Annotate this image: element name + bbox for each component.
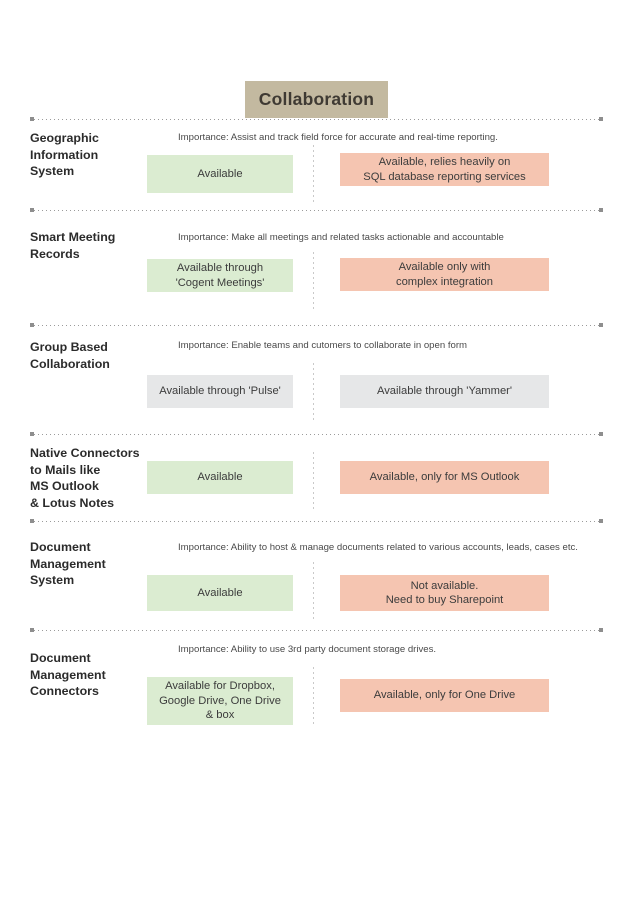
cell-right-status[interactable]: Available, only for One Drive bbox=[340, 679, 549, 712]
cell-left-status[interactable]: Available for Dropbox,Google Drive, One … bbox=[147, 677, 293, 725]
cell-left-status[interactable]: Available bbox=[147, 575, 293, 611]
separator-end-cap bbox=[30, 208, 34, 212]
separator-end-cap bbox=[599, 519, 603, 523]
separator-end-cap bbox=[30, 117, 34, 121]
page-title: Collaboration bbox=[258, 89, 375, 109]
cell-right-status[interactable]: Available, only for MS Outlook bbox=[340, 461, 549, 494]
row-separator bbox=[30, 432, 603, 437]
row-separator bbox=[30, 117, 603, 122]
row-label-line: Group Based bbox=[30, 340, 108, 354]
separator-dots bbox=[34, 119, 599, 120]
row-label-line: Management bbox=[30, 667, 106, 682]
row-label-line: to Mails like bbox=[30, 462, 101, 477]
separator-dots bbox=[34, 325, 599, 326]
cell-right-status[interactable]: Not available.Need to buy Sharepoint bbox=[340, 575, 549, 611]
row-label-line: Document bbox=[30, 651, 91, 665]
row-importance-note: Importance: Make all meetings and relate… bbox=[178, 232, 504, 243]
separator-end-cap bbox=[30, 323, 34, 327]
row-label-line: Smart Meeting bbox=[30, 230, 116, 244]
page-title-banner: Collaboration bbox=[245, 81, 388, 118]
cell-left-status[interactable]: Available through 'Pulse' bbox=[147, 375, 293, 408]
row-separator bbox=[30, 519, 603, 524]
column-divider bbox=[313, 363, 314, 421]
separator-end-cap bbox=[599, 628, 603, 632]
separator-end-cap bbox=[30, 432, 34, 436]
row-separator bbox=[30, 323, 603, 328]
cell-left-status[interactable]: Available bbox=[147, 461, 293, 494]
row-label-native-connectors: Native Connectors to Mails like MS Outlo… bbox=[30, 445, 148, 511]
row-label-line: Information bbox=[30, 147, 99, 162]
row-label-line: MS Outlook bbox=[30, 479, 99, 493]
row-label-geographic-information-system: Geographic Information System bbox=[30, 130, 148, 180]
column-divider bbox=[313, 562, 314, 620]
row-importance-note: Importance: Ability to use 3rd party doc… bbox=[178, 644, 437, 655]
row-label-smart-meeting-records: Smart Meeting Records bbox=[30, 229, 148, 262]
row-importance-note: Importance: Assist and track field force… bbox=[178, 132, 498, 143]
row-separator bbox=[30, 628, 603, 633]
row-label-line: Management bbox=[30, 556, 106, 571]
separator-dots bbox=[34, 210, 599, 211]
separator-end-cap bbox=[599, 323, 603, 327]
separator-dots bbox=[34, 521, 599, 522]
separator-end-cap bbox=[30, 628, 34, 632]
row-label-group-based-collaboration: Group Based Collaboration bbox=[30, 339, 148, 372]
row-label-line: Records bbox=[30, 246, 80, 261]
separator-end-cap bbox=[30, 519, 34, 523]
column-divider bbox=[313, 667, 314, 725]
row-label-document-management-system: Document Management System bbox=[30, 539, 148, 589]
column-divider bbox=[313, 452, 314, 510]
separator-dots bbox=[34, 630, 599, 631]
cell-left-status[interactable]: Available bbox=[147, 155, 293, 193]
column-divider bbox=[313, 252, 314, 310]
separator-dots bbox=[34, 434, 599, 435]
row-label-line: & Lotus Notes bbox=[30, 495, 114, 510]
row-label-line: Document bbox=[30, 540, 91, 554]
column-divider bbox=[313, 145, 314, 203]
separator-end-cap bbox=[599, 117, 603, 121]
cell-right-status[interactable]: Available through 'Yammer' bbox=[340, 375, 549, 408]
row-label-line: System bbox=[30, 573, 75, 587]
row-label-line: System bbox=[30, 164, 75, 178]
row-separator bbox=[30, 208, 603, 213]
row-importance-note: Importance: Ability to host & manage doc… bbox=[178, 542, 578, 553]
row-importance-note: Importance: Enable teams and cutomers to… bbox=[178, 340, 468, 351]
row-label-line: Collaboration bbox=[30, 356, 110, 371]
row-label-line: Connectors bbox=[30, 684, 99, 698]
separator-end-cap bbox=[599, 208, 603, 212]
row-label-line: Native Connectors bbox=[30, 446, 140, 460]
cell-left-status[interactable]: Available through'Cogent Meetings' bbox=[147, 259, 293, 292]
separator-end-cap bbox=[599, 432, 603, 436]
row-label-line: Geographic bbox=[30, 131, 99, 145]
row-label-document-management-connectors: Document Management Connectors bbox=[30, 650, 148, 700]
